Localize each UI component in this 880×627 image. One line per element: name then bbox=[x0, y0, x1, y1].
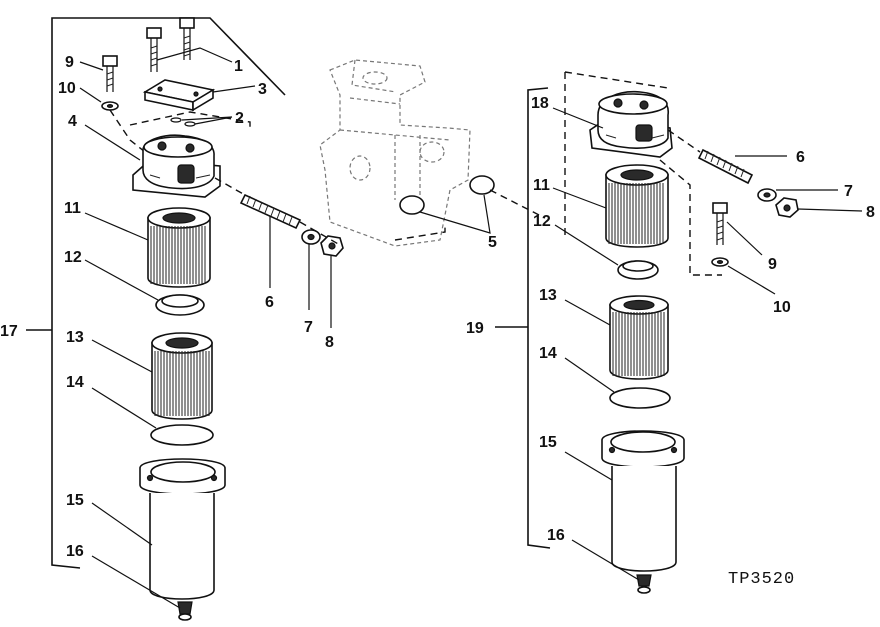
callout-11-left: 11 bbox=[64, 200, 81, 217]
callout-16-right: 16 bbox=[547, 527, 565, 544]
drain-plug-16-right bbox=[636, 574, 652, 594]
dash-head-stud-right bbox=[667, 129, 701, 153]
bracket-17-top bbox=[80, 17, 286, 96]
dash-2 bbox=[129, 111, 251, 130]
dash-5 bbox=[394, 189, 546, 241]
callout-12-right: 12 bbox=[533, 213, 551, 230]
cap-screw-1b bbox=[179, 17, 195, 60]
right-filter-assembly bbox=[495, 71, 863, 594]
filter-bowl-15-right bbox=[601, 430, 685, 572]
callout-8-left: 8 bbox=[325, 334, 334, 351]
callout-14-left: 14 bbox=[66, 374, 84, 391]
callout-13-left: 13 bbox=[66, 329, 84, 346]
callout-2: 2 bbox=[235, 110, 244, 127]
callout-8-right: 8 bbox=[866, 204, 875, 221]
nut-8-right bbox=[775, 197, 799, 218]
callout-6-right: 6 bbox=[796, 149, 805, 166]
filter-element-13-left bbox=[151, 332, 213, 420]
o-ring-2a bbox=[170, 117, 182, 123]
callout-6-left: 6 bbox=[265, 294, 274, 311]
leader-10-right bbox=[727, 265, 776, 295]
callout-10-left: 10 bbox=[58, 80, 76, 97]
leader-3 bbox=[212, 85, 256, 93]
filter-head-4 bbox=[132, 134, 221, 198]
nut-8-left bbox=[320, 235, 344, 257]
dash-right-guide bbox=[659, 159, 722, 276]
cover-plate-3 bbox=[142, 79, 216, 112]
bracket-17 bbox=[51, 17, 81, 569]
callout-15-right: 15 bbox=[539, 434, 557, 451]
seal-12-left bbox=[155, 294, 205, 316]
leader-15-left bbox=[91, 502, 153, 546]
filter-element-13-right bbox=[609, 295, 669, 380]
filter-element-11-right bbox=[605, 164, 669, 248]
dash-box-18 bbox=[564, 71, 669, 240]
drain-plug-16-left bbox=[177, 601, 193, 621]
callout-12-left: 12 bbox=[64, 249, 82, 266]
callout-15-left: 15 bbox=[66, 492, 84, 509]
cap-screw-1a bbox=[146, 27, 162, 72]
valve-block-phantom bbox=[319, 59, 471, 247]
leader-14-left bbox=[91, 387, 157, 429]
callout-9-left: 9 bbox=[65, 54, 74, 71]
callout-13-right: 13 bbox=[539, 287, 557, 304]
callout-18: 18 bbox=[531, 95, 549, 112]
callout-19: 19 bbox=[466, 320, 484, 337]
bolt-9-left bbox=[102, 55, 118, 92]
leader-8-right bbox=[797, 208, 863, 212]
bracket-19 bbox=[527, 87, 551, 549]
callout-11-right: 11 bbox=[533, 177, 550, 194]
callout-labels: 1 2 3 4 5 6 7 8 9 10 11 12 13 14 15 16 1… bbox=[0, 54, 875, 589]
leader-12-left bbox=[84, 259, 159, 301]
dash-10-left bbox=[109, 109, 146, 153]
callout-1: 1 bbox=[234, 58, 243, 75]
leader-13-left bbox=[91, 339, 153, 373]
leader-1 bbox=[156, 47, 233, 63]
leader-11-right bbox=[552, 187, 607, 209]
callout-17: 17 bbox=[0, 323, 18, 340]
callout-7-left: 7 bbox=[304, 319, 313, 336]
callout-7-right: 7 bbox=[844, 183, 853, 200]
leader-9-right bbox=[726, 221, 763, 256]
leader-16-right bbox=[571, 539, 640, 581]
filter-head-18 bbox=[589, 90, 673, 158]
callout-4: 4 bbox=[68, 113, 77, 130]
o-ring-14-right bbox=[609, 387, 671, 409]
callout-3: 3 bbox=[258, 81, 267, 98]
leader-9-left bbox=[79, 61, 104, 71]
filter-bowl-15-left bbox=[139, 458, 226, 600]
leader-11-left bbox=[84, 212, 149, 241]
leader-15-right bbox=[564, 451, 613, 481]
leader-10-left bbox=[79, 87, 102, 103]
dash-head-stud bbox=[214, 177, 341, 246]
callout-10-right: 10 bbox=[773, 299, 791, 316]
leader-13-right bbox=[564, 299, 611, 326]
leader-16-left bbox=[91, 555, 181, 609]
leader-5 bbox=[419, 194, 491, 234]
figure-code: TP3520 bbox=[728, 570, 795, 589]
left-filter-assembly bbox=[26, 17, 344, 621]
o-ring-2b bbox=[184, 121, 196, 127]
o-ring-5b bbox=[469, 175, 495, 195]
leader-12-right bbox=[554, 224, 619, 266]
callout-9-right: 9 bbox=[768, 256, 777, 273]
leader-18 bbox=[552, 107, 604, 129]
filter-element-11-left bbox=[147, 207, 211, 288]
o-ring-5a bbox=[399, 195, 425, 215]
callout-14-right: 14 bbox=[539, 345, 557, 362]
leader-4 bbox=[84, 124, 141, 161]
callout-5: 5 bbox=[488, 234, 497, 251]
o-ring-14-left bbox=[150, 424, 214, 446]
stud-6-left bbox=[239, 193, 302, 230]
bolt-9-right bbox=[712, 202, 728, 245]
leader-14-right bbox=[564, 357, 615, 393]
seal-12-right bbox=[617, 260, 659, 280]
callout-16-left: 16 bbox=[66, 543, 84, 560]
stud-6-right bbox=[697, 148, 754, 185]
